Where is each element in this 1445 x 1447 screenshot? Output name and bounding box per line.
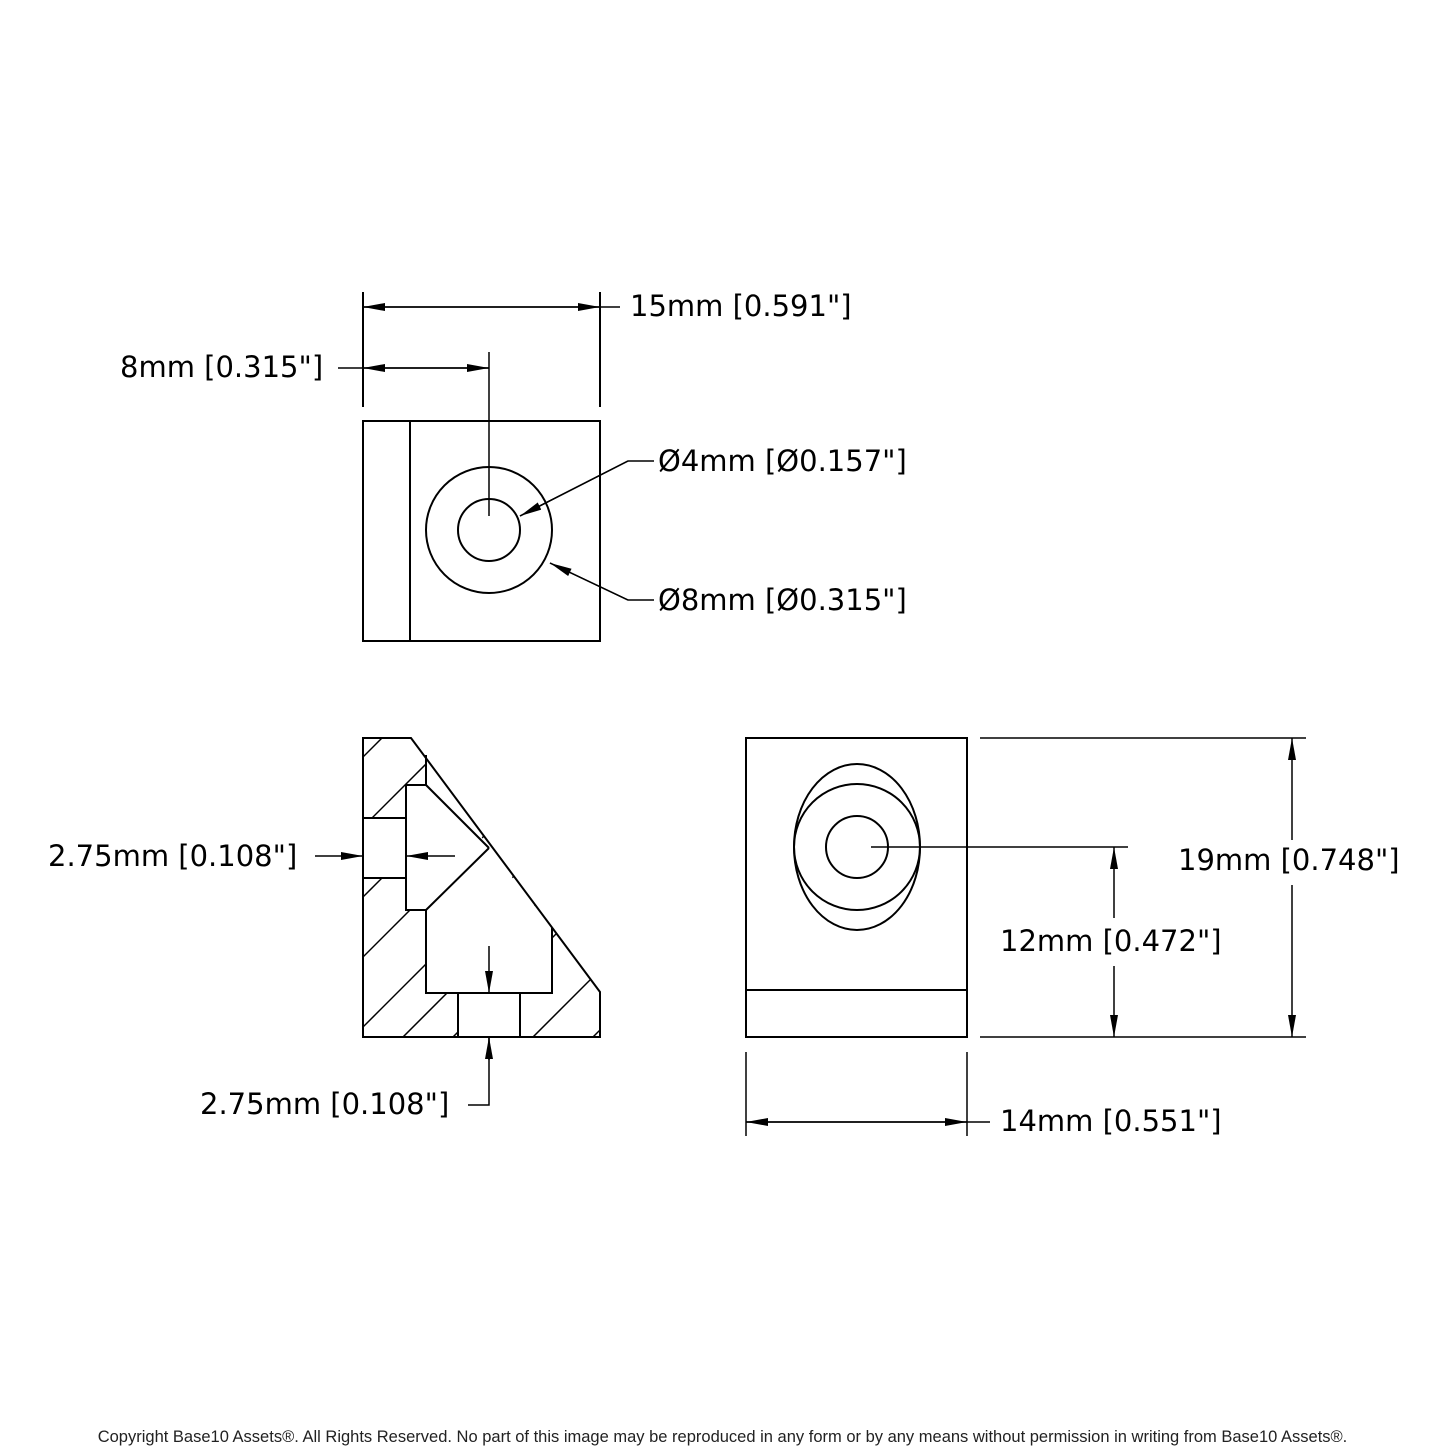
dim-hole-offset: 8mm [0.315"] [120,350,323,384]
section-view [315,737,601,1106]
top-view-outline [362,420,601,642]
dim-bottom-wall-thickness: 2.75mm [0.108"] [200,1087,449,1121]
dim-hole-height: 12mm [0.472"] [1000,924,1222,958]
dim-side-wall-thickness: 2.75mm [0.108"] [48,839,297,873]
dim-overall-height: 19mm [0.748"] [1178,843,1400,877]
dim-overall-width-side: 14mm [0.551"] [1000,1104,1222,1138]
side-view [745,737,1306,1136]
dim-overall-width-top: 15mm [0.591"] [630,289,852,323]
dim-counterbore-diameter: Ø8mm [Ø0.315"] [658,583,907,617]
top-view [338,292,654,642]
dim-inner-hole-diameter: Ø4mm [Ø0.157"] [658,444,907,478]
copyright-notice: Copyright Base10 Assets®. All Rights Res… [97,1428,1348,1446]
side-view-outline [745,737,968,1038]
